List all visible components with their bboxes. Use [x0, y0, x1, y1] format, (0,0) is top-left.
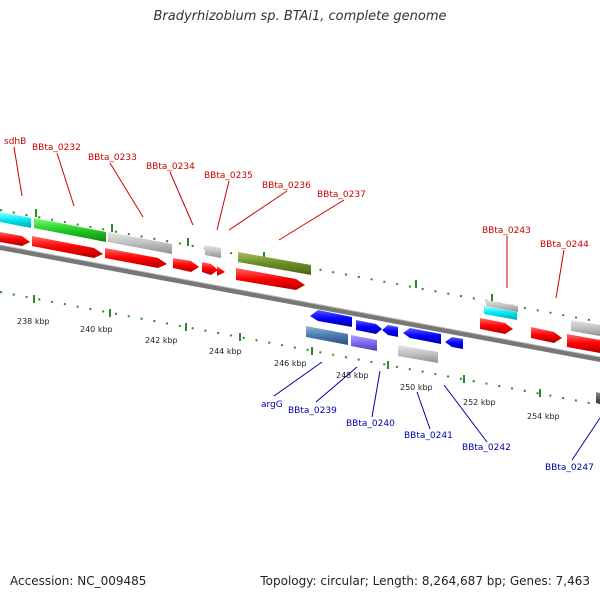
gene-label[interactable]: BBta_0234: [146, 162, 195, 172]
gene-feature-dark[interactable]: [596, 392, 600, 404]
gene-label[interactable]: BBta_0242: [462, 443, 511, 453]
kbp-tick-label: 246 kbp: [274, 359, 307, 368]
cds-arrow-forward[interactable]: [105, 248, 167, 268]
kbp-tick-label: 252 kbp: [463, 398, 496, 407]
cds-arrow-forward[interactable]: [567, 334, 600, 353]
genome-summary-text: Topology: circular; Length: 8,264,687 bp…: [260, 574, 590, 588]
cds-arrow-forward[interactable]: [236, 268, 305, 290]
kbp-tick-label: 242 kbp: [145, 336, 178, 345]
gene-feature-steelblue[interactable]: [306, 326, 348, 345]
gene-label[interactable]: BBta_0232: [32, 143, 81, 153]
kbp-tick-label: 238 kbp: [17, 317, 50, 326]
gene-label[interactable]: BBta_0237: [317, 190, 366, 200]
bottom-major-ticks: [33, 295, 541, 397]
gene-feature-cyan[interactable]: [0, 212, 31, 228]
cds-arrow-forward[interactable]: [32, 236, 103, 258]
gene-label[interactable]: BBta_0243: [482, 226, 531, 236]
top-major-ticks: [35, 209, 493, 302]
gene-feature-gray[interactable]: [108, 232, 172, 254]
cds-arrow-forward[interactable]: [202, 262, 218, 275]
gene-label[interactable]: BBta_0233: [88, 153, 137, 163]
gene-label[interactable]: sdhB: [4, 137, 26, 147]
kbp-tick-label: 240 kbp: [80, 325, 113, 334]
gene-feature-gray[interactable]: [205, 245, 221, 258]
gene-label[interactable]: BBta_0241: [404, 431, 453, 441]
cds-arrow-forward[interactable]: [531, 327, 562, 343]
gene-label[interactable]: argG: [261, 400, 283, 410]
gene-label[interactable]: BBta_0240: [346, 419, 395, 429]
gene-feature-olive[interactable]: [238, 252, 311, 275]
backbone-highlight: [0, 244, 600, 358]
cds-arrow-forward[interactable]: [480, 318, 513, 334]
kbp-tick-label: 254 kbp: [527, 412, 560, 421]
cds-arrow-forward[interactable]: [217, 266, 225, 276]
gene-feature-gray[interactable]: [486, 300, 518, 312]
gene-feature-green[interactable]: [34, 218, 106, 242]
cds-arrow-reverse[interactable]: [310, 310, 352, 327]
gene-label[interactable]: BBta_0236: [262, 181, 311, 191]
gene-feature-gray[interactable]: [398, 345, 438, 363]
genome-backbone: [0, 245, 600, 362]
gene-label[interactable]: BBta_0244: [540, 240, 589, 250]
kbp-tick-label: 244 kbp: [209, 347, 242, 356]
cds-arrow-reverse[interactable]: [403, 328, 441, 344]
cds-arrow-reverse[interactable]: [356, 320, 382, 334]
accession-text: Accession: NC_009485: [10, 574, 147, 588]
cds-arrow-forward[interactable]: [0, 232, 30, 246]
map-title: Bradyrhizobium sp. BTAi1, complete genom…: [153, 9, 447, 24]
bottom-label-leaders: [273, 361, 600, 461]
gene-label[interactable]: BBta_0247: [545, 463, 594, 473]
gene-feature-purple[interactable]: [351, 335, 377, 351]
bottom-tick-ring: [0, 291, 600, 406]
top-label-leaders: [13, 146, 565, 299]
kbp-tick-label: 250 kbp: [400, 383, 433, 392]
gene-label[interactable]: BBta_0235: [204, 171, 253, 181]
gene-label[interactable]: BBta_0239: [288, 406, 337, 416]
cds-arrow-forward[interactable]: [173, 258, 199, 272]
gene-feature-gray[interactable]: [571, 320, 600, 336]
cds-arrow-reverse[interactable]: [445, 337, 463, 349]
gene-feature-cyan[interactable]: [484, 306, 517, 320]
kbp-tick-label: 248 kbp: [336, 371, 369, 380]
cds-arrow-reverse[interactable]: [382, 325, 398, 337]
